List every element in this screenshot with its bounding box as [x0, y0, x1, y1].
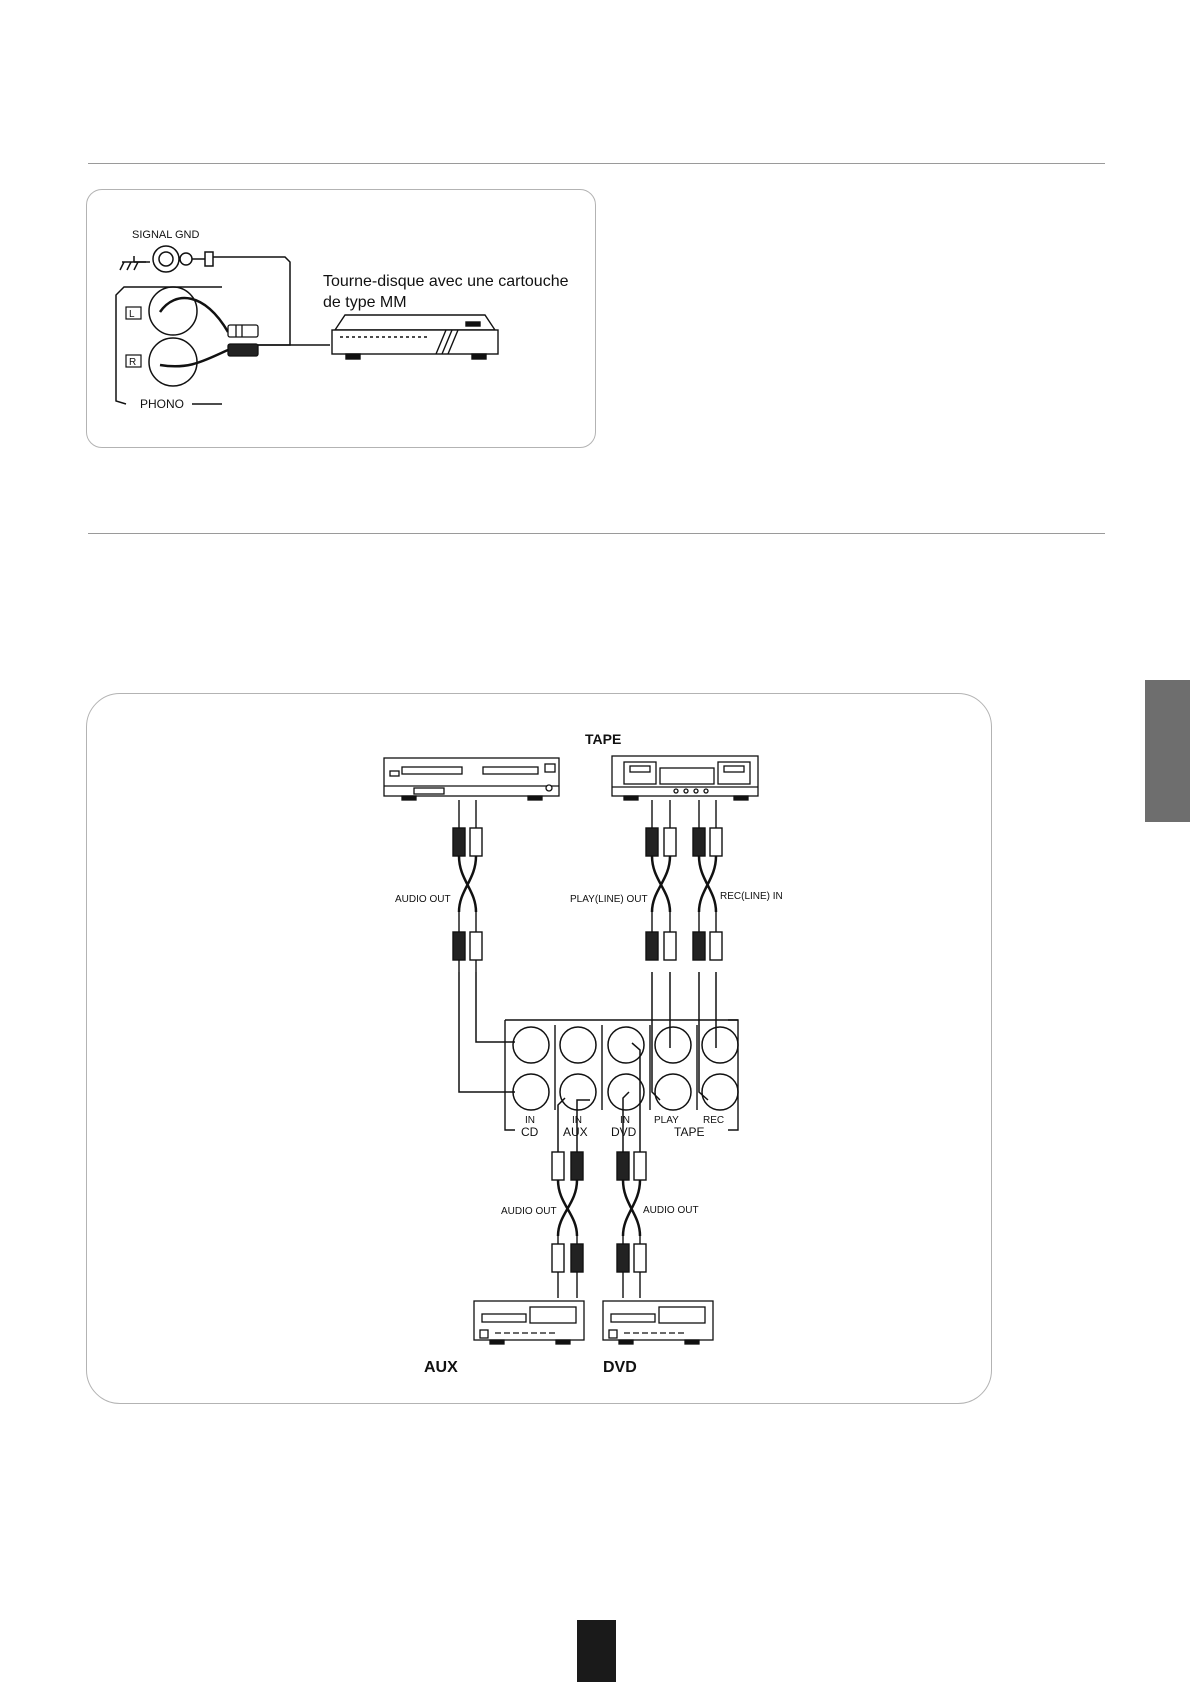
source-connection-panel: [86, 693, 992, 1404]
section-rule-middle: [88, 533, 1105, 534]
section-thumb-tab: [1145, 680, 1190, 822]
phono-connection-panel: [86, 189, 596, 448]
section-rule-top: [88, 163, 1105, 164]
page-number-block: [577, 1620, 616, 1682]
